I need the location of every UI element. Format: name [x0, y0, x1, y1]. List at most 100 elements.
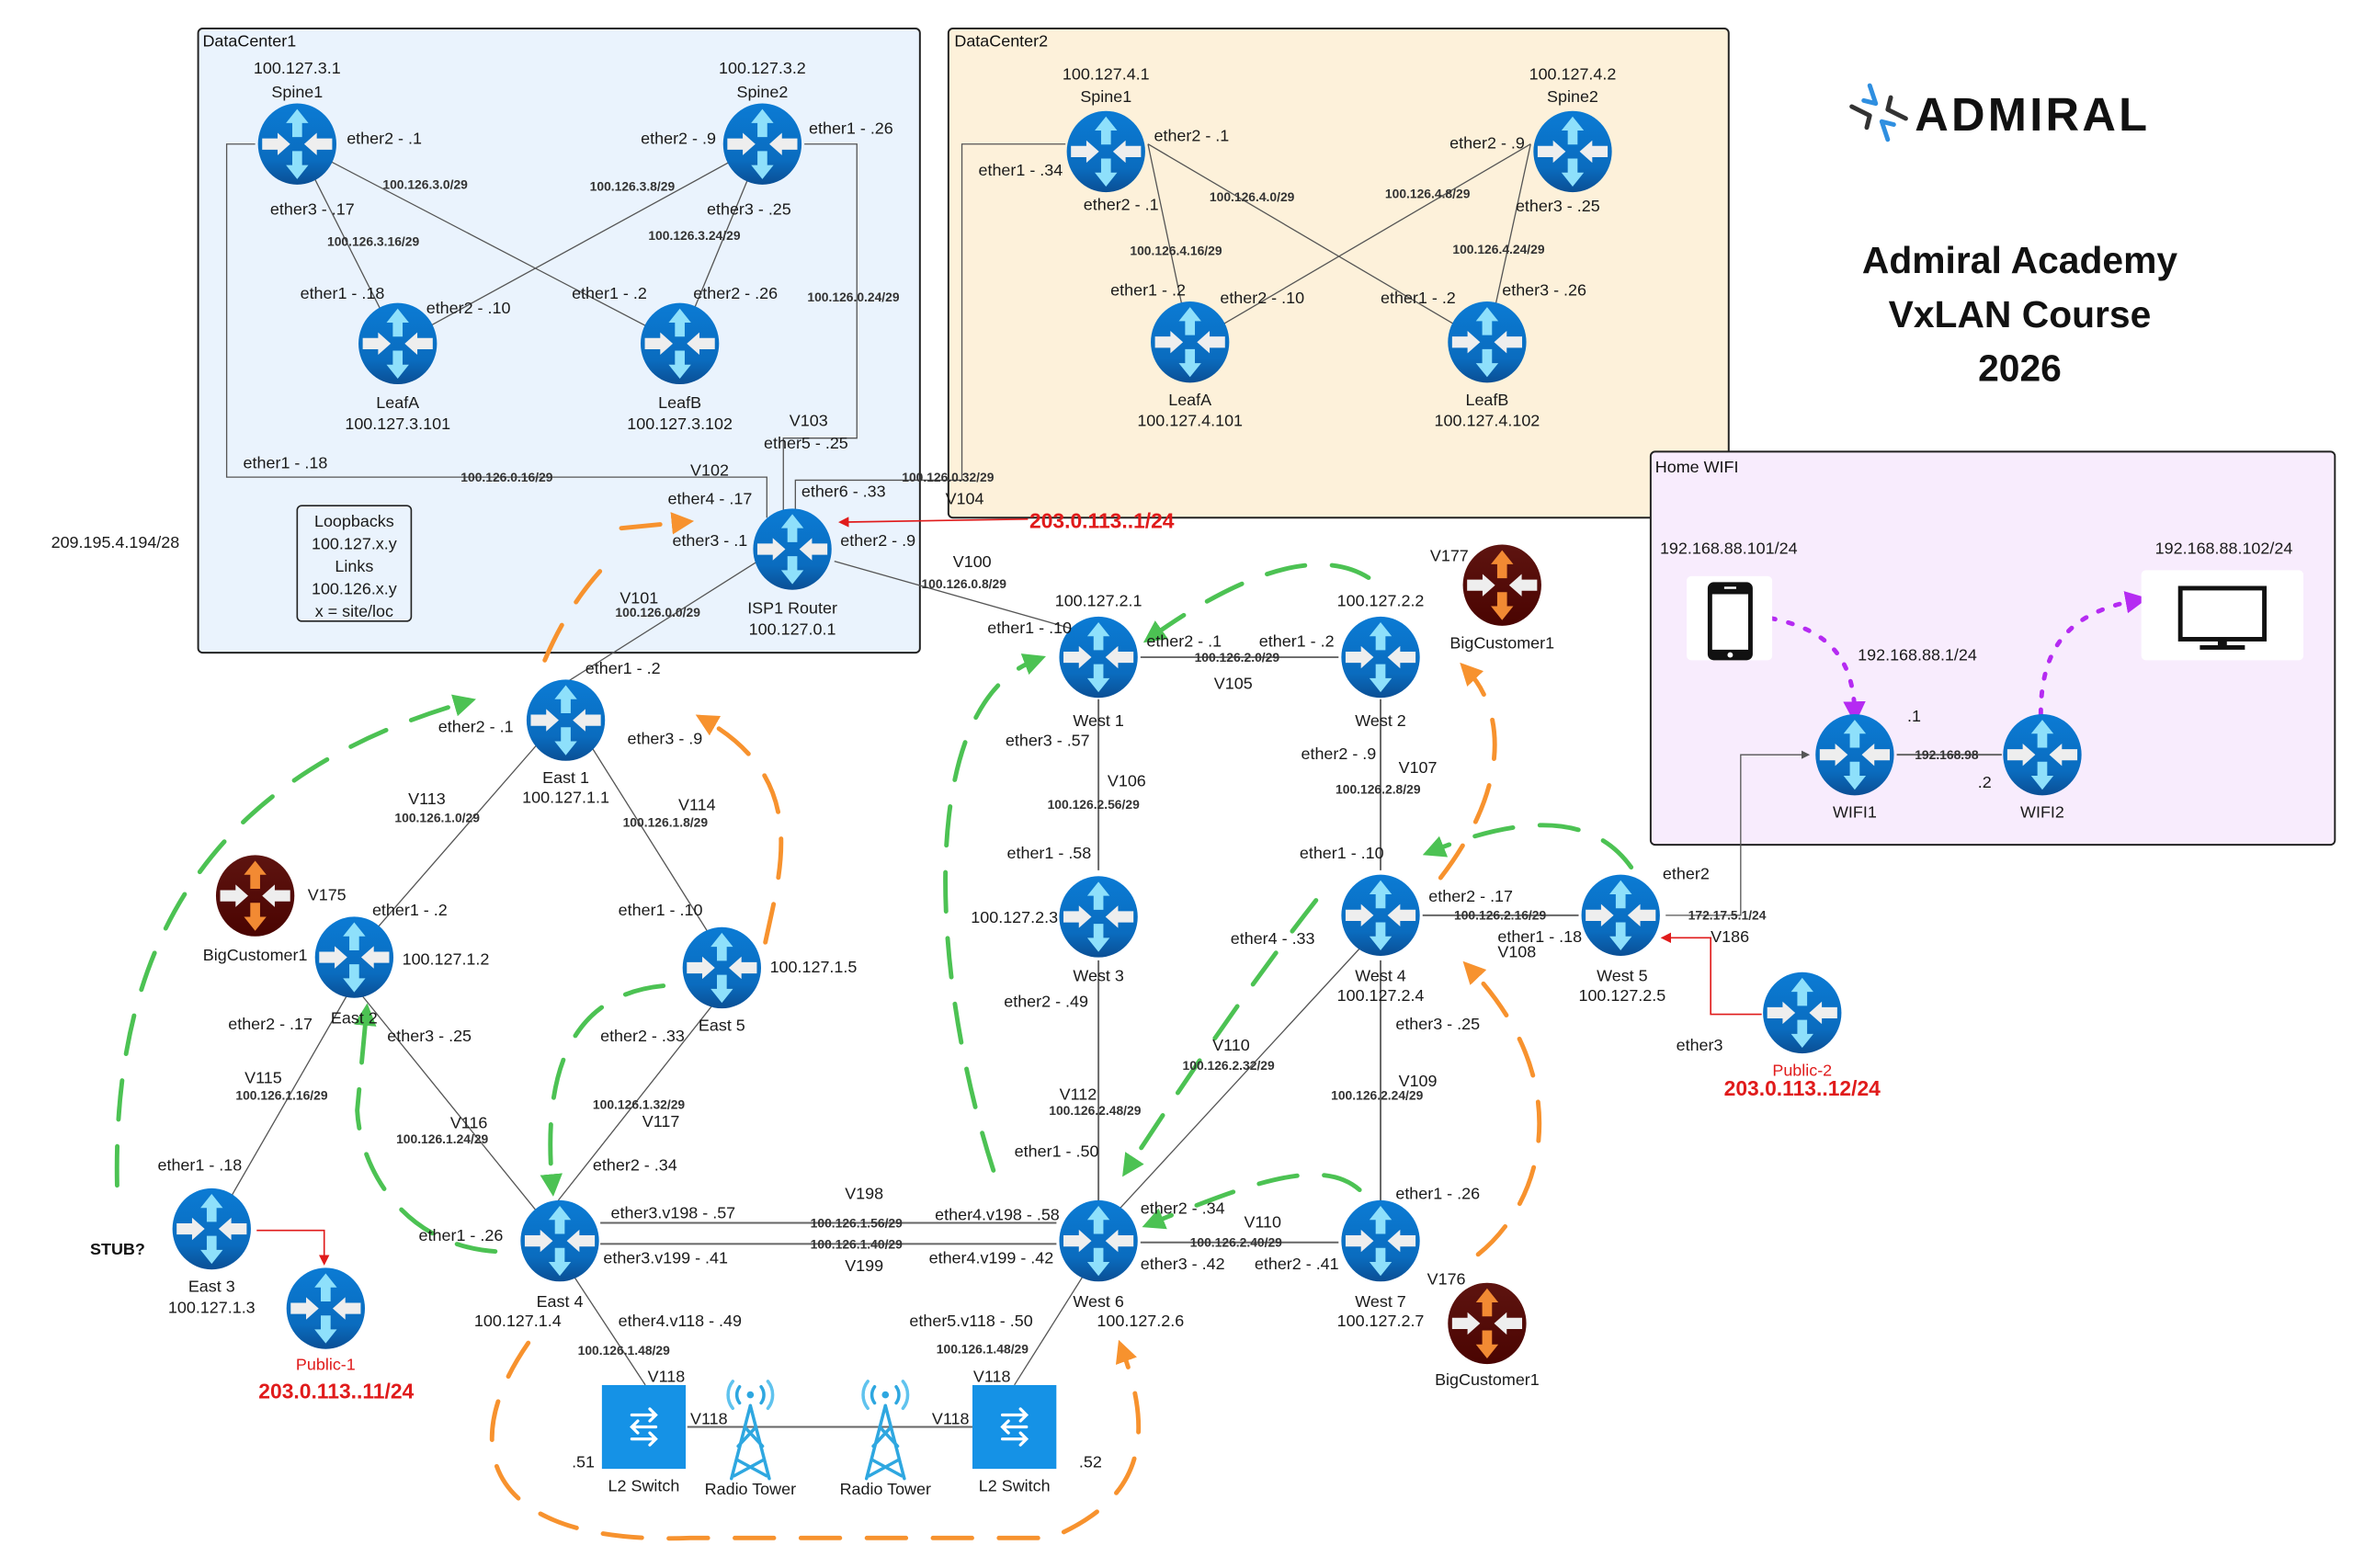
- subnet-label: 172.17.5.1/24: [1688, 908, 1767, 923]
- router-dc2-leafb[interactable]: [1448, 301, 1527, 383]
- label: ether2 - .9: [840, 531, 915, 550]
- label: ether2 - .41: [1255, 1255, 1339, 1273]
- router-dc2-spine1[interactable]: [1066, 110, 1145, 193]
- subnet-label: 100.126.2.56/29: [1048, 797, 1140, 812]
- vlan-label: V110: [1244, 1212, 1281, 1231]
- link-west5-wifi1: [1665, 750, 1811, 916]
- label: ether3.v199 - .41: [603, 1249, 728, 1267]
- tv-ip: 192.168.88.102/24: [2155, 539, 2293, 557]
- router-west3[interactable]: [1059, 876, 1138, 958]
- phone-device[interactable]: [1687, 575, 1773, 661]
- router-public1[interactable]: [286, 1267, 366, 1349]
- router-public2[interactable]: [1763, 971, 1842, 1054]
- legend-line: 100.126.x.y: [312, 579, 397, 597]
- router-east3[interactable]: [172, 1187, 251, 1270]
- router-dc1-spine2[interactable]: [722, 103, 802, 185]
- vlan-label: V113: [408, 790, 446, 808]
- link-isp-west1: [834, 560, 1099, 637]
- green-path-west4-west6: [1122, 898, 1319, 1177]
- label: ether4 - .33: [1231, 929, 1315, 948]
- link-v113: [353, 720, 559, 955]
- label: ether5.v118 - .50: [909, 1312, 1032, 1330]
- router-east4[interactable]: [520, 1199, 599, 1282]
- interface-labels: ether2 - .1 ether3 - .17 ether2 - .9 eth…: [158, 119, 1992, 1427]
- router-east2[interactable]: [314, 916, 394, 998]
- router-dc2-leafa[interactable]: [1151, 301, 1230, 383]
- vlan-label: V112: [1060, 1085, 1097, 1104]
- dc1-spine2-ip: 100.127.3.2: [719, 59, 806, 77]
- subnet-label: 100.126.1.0/29: [394, 811, 480, 825]
- stub-label: STUB?: [90, 1240, 145, 1258]
- label: ether4.v199 - .42: [929, 1249, 1054, 1267]
- bigcustomer-west2-name: BigCustomer1: [1449, 633, 1554, 652]
- west6-name: West 6: [1073, 1292, 1124, 1311]
- green-path-east5-east4: [540, 983, 666, 1197]
- legend-line: Links: [335, 557, 373, 575]
- west7-ip: 100.127.2.7: [1337, 1312, 1425, 1330]
- router-wifi1[interactable]: [1815, 713, 1894, 796]
- label: ether2 - .49: [1004, 992, 1088, 1010]
- west3-name: West 3: [1073, 967, 1124, 985]
- router-west7[interactable]: [1341, 1199, 1420, 1282]
- isp-public-ip: 203.0.113..1/24: [1029, 509, 1175, 533]
- subnet-label: 100.126.0.32/29: [902, 470, 994, 484]
- router-east5[interactable]: [682, 926, 762, 1009]
- bigcustomer-east-vlan: V175: [308, 886, 347, 904]
- router-dc1-spine1[interactable]: [257, 103, 336, 185]
- wan-ip-label: 209.195.4.194/28: [51, 533, 180, 551]
- dc2-leafa-ip: 100.127.4.101: [1137, 412, 1243, 430]
- router-west5[interactable]: [1581, 874, 1660, 957]
- router-west6[interactable]: [1059, 1199, 1138, 1282]
- subnet-label: 100.126.2.24/29: [1331, 1088, 1423, 1103]
- west4-name: West 4: [1355, 967, 1406, 985]
- label: ether5 - .25: [764, 434, 848, 452]
- router-east1[interactable]: [526, 679, 606, 761]
- router-bigcustomer-west2[interactable]: [1462, 544, 1541, 626]
- l2-switch-left[interactable]: [601, 1384, 687, 1470]
- public1-ip: 203.0.113..11/24: [258, 1380, 414, 1403]
- subnet-label: 100.126.1.8/29: [623, 815, 709, 830]
- label: ether3 - .9: [627, 730, 702, 748]
- dc2-spine1-name: Spine1: [1080, 87, 1131, 106]
- dc1-leafb-ip: 100.127.3.102: [627, 415, 733, 433]
- vlan-label: V101: [620, 588, 658, 607]
- bigcustomer-west7-name: BigCustomer1: [1435, 1370, 1540, 1389]
- subnet-label: 100.126.4.8/29: [1385, 186, 1471, 200]
- router-wifi2[interactable]: [2003, 713, 2082, 796]
- green-path-east4-east2: [354, 1003, 498, 1254]
- link-dc2-s2-la: [1189, 143, 1531, 345]
- router-west4[interactable]: [1341, 874, 1420, 957]
- label: ether3 - .25: [707, 199, 791, 218]
- l2-switch-right[interactable]: [972, 1384, 1057, 1470]
- router-bigcustomer-east[interactable]: [215, 855, 295, 937]
- phone-ip: 192.168.88.101/24: [1660, 539, 1798, 557]
- router-dc2-spine2[interactable]: [1533, 110, 1612, 193]
- link-v116: [359, 993, 559, 1239]
- dc2-spine2-ip: 100.127.4.2: [1529, 65, 1617, 84]
- vlan-label: V117: [642, 1112, 680, 1131]
- router-west2[interactable]: [1341, 616, 1420, 699]
- east5-name: East 5: [699, 1017, 745, 1035]
- router-bigcustomer-west7[interactable]: [1448, 1282, 1527, 1365]
- subnet-label: 100.126.2.8/29: [1336, 782, 1421, 797]
- l2-switch-left-addr: .51: [572, 1453, 595, 1471]
- router-isp1[interactable]: [753, 508, 832, 590]
- radio-tower-right[interactable]: [861, 1380, 910, 1481]
- tv-device[interactable]: [2141, 570, 2304, 661]
- radio-tower-left[interactable]: [726, 1380, 775, 1481]
- green-path-east3-east1: [114, 694, 476, 1188]
- west3-ip: 100.127.2.3: [971, 908, 1058, 926]
- vlan-label: V109: [1399, 1072, 1438, 1090]
- green-path-west2-west1: [1142, 562, 1371, 643]
- label: ether2 - .10: [426, 299, 511, 317]
- label: ether1 - .2: [585, 659, 661, 677]
- nodes[interactable]: 100.127.3.1 Spine1 100.127.3.2 Spine2 Le…: [168, 59, 2304, 1498]
- router-dc1-leafa[interactable]: [358, 302, 438, 385]
- subnet-label: 100.126.2.0/29: [1195, 650, 1280, 665]
- vlan-label: V102: [690, 461, 729, 480]
- dc2-leafa-name: LeafA: [1168, 391, 1211, 409]
- link-v110: [1112, 945, 1363, 1216]
- green-path-west6-west1: [943, 653, 1046, 1173]
- subnet-label: 100.126.2.48/29: [1049, 1103, 1141, 1118]
- router-dc1-leafb[interactable]: [640, 302, 720, 385]
